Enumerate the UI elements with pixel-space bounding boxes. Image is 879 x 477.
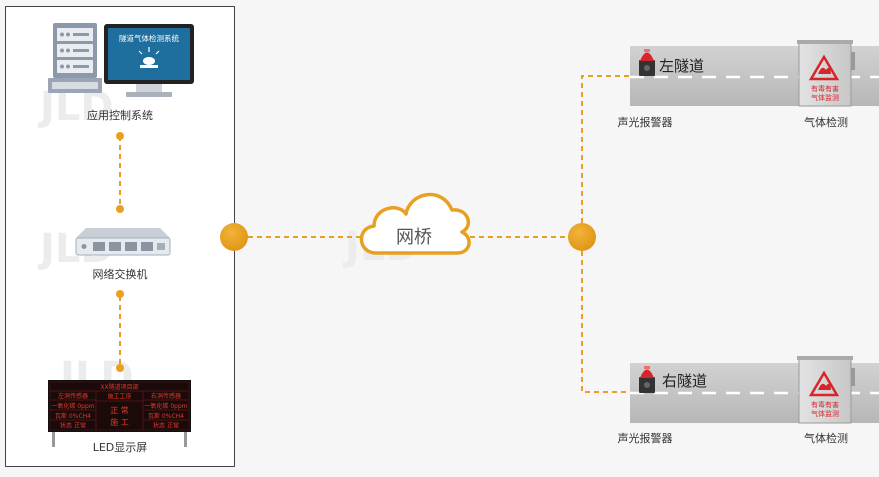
panel-node (220, 223, 248, 251)
led-left-row3: 状态 正常 (60, 422, 86, 430)
cabinet-text-2: 气体监测 (811, 93, 839, 102)
led-center-main-a: 正 常 (110, 406, 129, 415)
led-left-row2: 瓦斯 0%CH4 (55, 412, 91, 420)
led-center-main-b: 施 工 (110, 417, 129, 427)
gas-label: 气体检测 (804, 431, 848, 445)
gas-detector-cabinet-icon: 有毒有害 气体监测 (797, 40, 855, 106)
led-right-header: 右洞传感器 (151, 392, 181, 400)
led-left-row1: 一氧化碳 0ppm (51, 402, 94, 410)
led-left-header: 左洞传感器 (58, 392, 88, 400)
left-tunnel: 左隧道 有毒有害 气体监测 声光报警器 气体检测 (618, 40, 879, 129)
monitor-title: 隧道气体检测系统 (119, 33, 179, 43)
cabinet-text-1: 有毒有害 (811, 400, 839, 409)
network-switch-icon (76, 228, 170, 255)
led-right-row1: 一氧化碳 0ppm (144, 402, 187, 410)
gas-detector-cabinet-icon: 有毒有害 气体监测 (797, 356, 855, 423)
right-tunnel: 右隧道 有毒有害 气体监测 声光报警器 气体检测 (618, 356, 879, 445)
led-label: LED显示屏 (93, 441, 148, 454)
led-right-row2: 瓦斯 0%CH4 (148, 412, 184, 420)
app-system-label: 应用控制系统 (87, 108, 153, 122)
switch-label: 网络交换机 (93, 267, 148, 281)
right-tunnel-name: 右隧道 (662, 372, 707, 390)
led-title: XX隧道项目部 (100, 383, 138, 391)
cabinet-text-2: 气体监测 (811, 409, 839, 418)
gas-label: 气体检测 (804, 115, 848, 129)
alarm-label: 声光报警器 (618, 431, 673, 445)
led-center-top: 施工工序 (107, 393, 131, 401)
cabinet-text-1: 有毒有害 (811, 84, 839, 93)
tunnel-node (568, 223, 596, 251)
alarm-label: 声光报警器 (618, 115, 673, 129)
left-tunnel-name: 左隧道 (659, 57, 704, 75)
led-right-row3: 状态 正常 (153, 422, 179, 430)
server-icon (48, 23, 102, 93)
cloud-label: 网桥 (396, 227, 432, 248)
